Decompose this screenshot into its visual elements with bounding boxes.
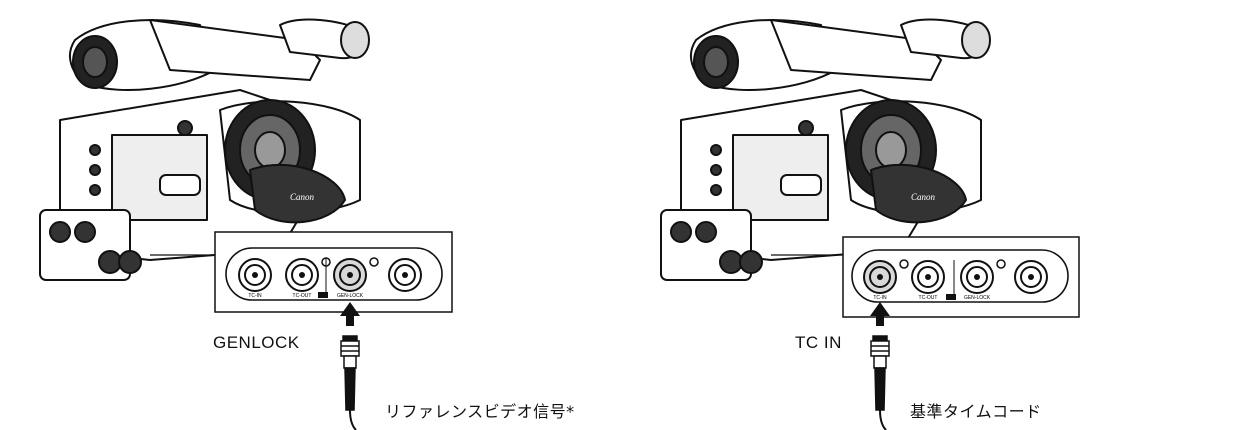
connector-label: GENLOCK (213, 333, 300, 352)
cable (349, 409, 357, 430)
cable (879, 409, 887, 430)
bnc-plug-icon (870, 335, 890, 411)
port-label-tc-out: TC-OUT (919, 295, 938, 301)
bnc-jack-icon (238, 258, 272, 292)
port-label-tc-in: TC-IN (248, 293, 262, 299)
brand-text: Canon (290, 192, 315, 202)
bnc-jack-icon (960, 260, 994, 294)
bnc-jack-icon (285, 258, 319, 292)
bnc-jack-icon-highlighted (863, 260, 897, 294)
camcorder-illustration (39, 18, 370, 281)
connector-label: TC IN (795, 333, 842, 352)
panel-genlock: Canon (0, 0, 621, 430)
port-label-gen-lock: GEN-LOCK (337, 293, 364, 299)
camcorder-illustration (660, 18, 991, 281)
port-label-tc-in: TC-IN (873, 295, 887, 301)
port-label-gen-lock: GEN-LOCK (964, 295, 991, 301)
arrow-up-icon (870, 302, 890, 326)
bnc-jack-icon (911, 260, 945, 294)
bnc-jack-icon (388, 258, 422, 292)
brand-text: Canon (911, 192, 936, 202)
panel-tc-in: Canon (621, 0, 1242, 430)
signal-label: 基準タイムコード (910, 402, 1042, 421)
bnc-jack-icon (1014, 260, 1048, 294)
bnc-jack-icon-highlighted (333, 258, 367, 292)
bnc-plug-icon (340, 335, 360, 411)
arrow-up-icon (340, 302, 360, 326)
connector-panel: TC-IN TC-OUT GEN-LOCK (214, 231, 453, 313)
signal-label: リファレンスビデオ信号* (385, 402, 575, 421)
port-label-tc-out: TC-OUT (293, 293, 312, 299)
camcorder-diagram: Canon (39, 18, 453, 430)
camcorder-diagram: Canon (660, 18, 1080, 430)
connector-panel: TC-IN TC-OUT GEN-LOCK (842, 236, 1080, 318)
